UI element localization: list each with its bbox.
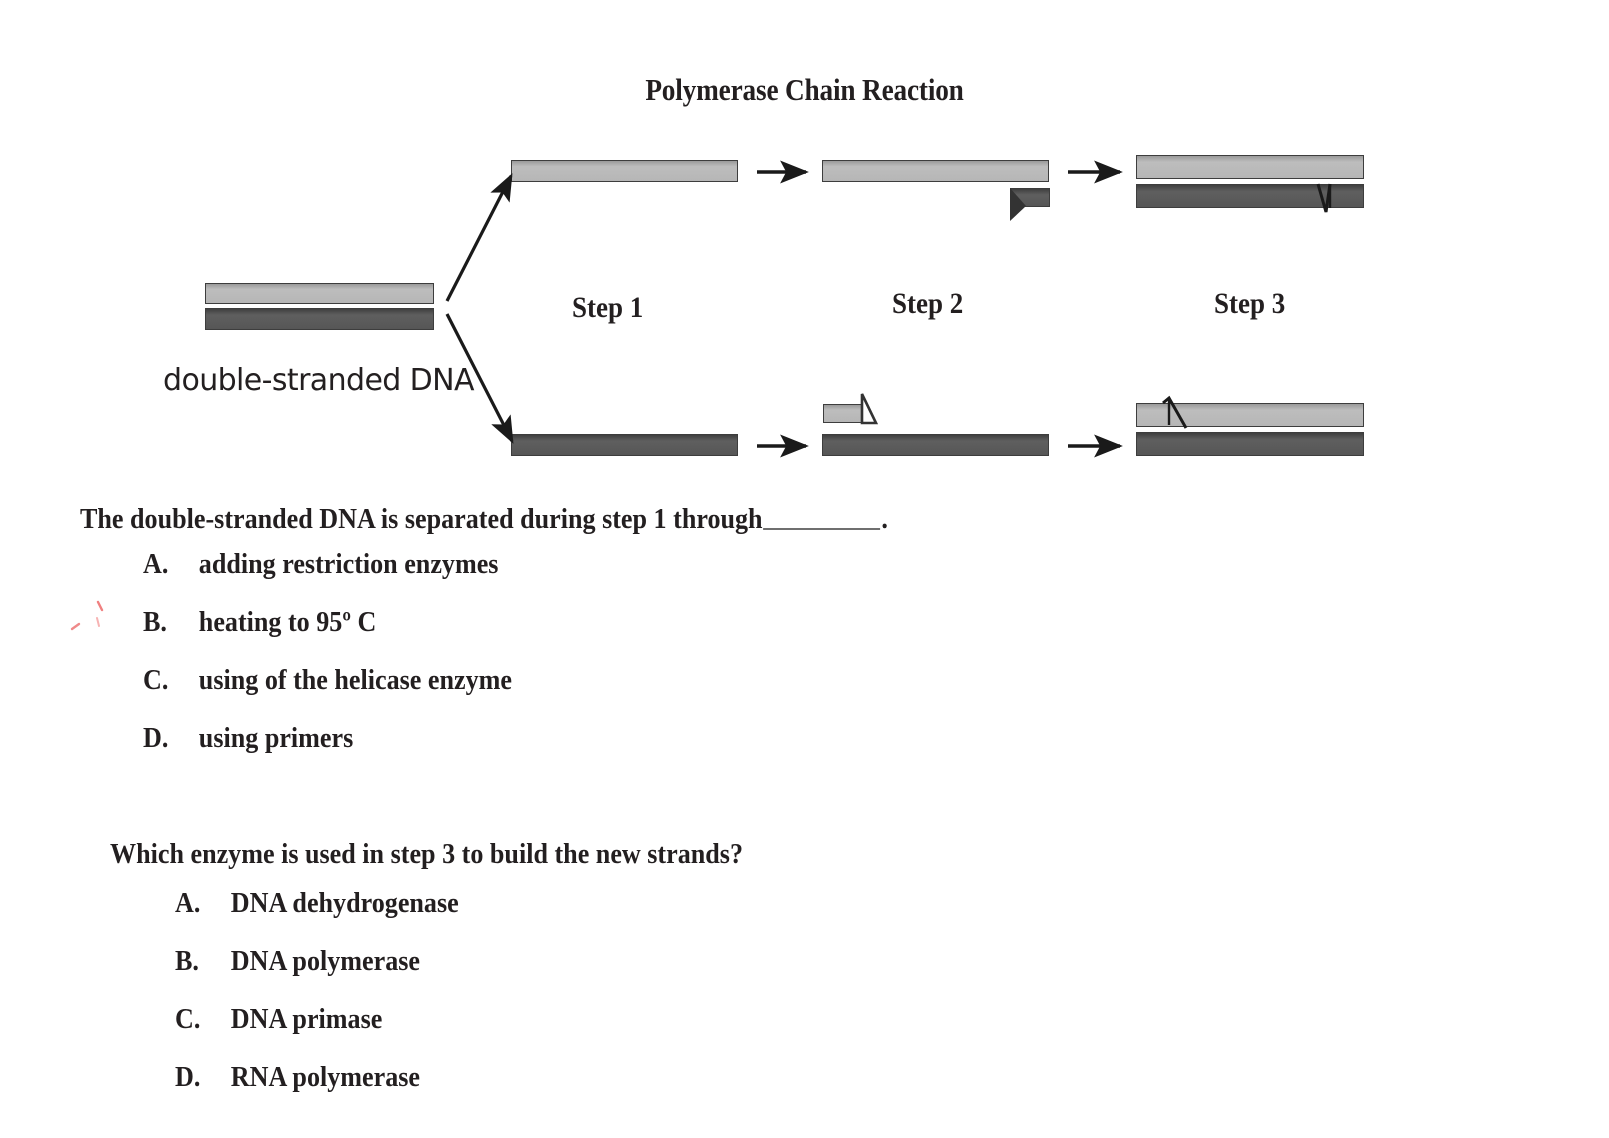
pcr-diagram: Polymerase Chain Reaction double-strande… xyxy=(0,0,1609,490)
option-a-text: adding restriction enzymes xyxy=(198,548,499,580)
option-b[interactable]: B. DNA polymerase xyxy=(175,945,459,1003)
option-a-letter: A. xyxy=(143,548,169,580)
option-c[interactable]: C. DNA primase xyxy=(175,1003,459,1061)
option-d-text: using primers xyxy=(198,722,354,754)
option-d-letter: D. xyxy=(143,722,169,754)
step1-bottom-dark-strand xyxy=(511,434,738,456)
diagram-vectors xyxy=(445,160,1332,458)
option-c-text: using of the helicase enzyme xyxy=(198,664,512,696)
option-d-letter: D. xyxy=(175,1061,201,1093)
question-2-stem: Which enzyme is used in step 3 to build … xyxy=(110,838,744,870)
option-d[interactable]: D. RNA polymerase xyxy=(175,1061,459,1119)
dsdna-label: double-stranded DNA xyxy=(163,363,475,398)
option-a-letter: A. xyxy=(175,887,201,919)
step2-bottom-dark-strand xyxy=(822,434,1049,456)
question-1: The double-stranded DNA is separated dur… xyxy=(80,503,978,536)
step-label-2: Step 2 xyxy=(891,287,964,320)
step3-top-light-strand xyxy=(1136,155,1364,179)
option-c[interactable]: C. using of the helicase enzyme xyxy=(143,664,512,722)
question-1-stem: The double-stranded DNA is separated dur… xyxy=(80,503,888,536)
option-b[interactable]: B. heating to 95º C xyxy=(143,606,512,664)
question-1-stem-period: . xyxy=(881,503,888,535)
step-label-1: Step 1 xyxy=(571,291,644,324)
step2-top-light-strand xyxy=(822,160,1049,182)
step-label-3: Step 3 xyxy=(1213,287,1286,320)
question-2: Which enzyme is used in step 3 to build … xyxy=(110,838,813,871)
option-a-text: DNA dehydrogenase xyxy=(230,887,459,919)
option-b-letter: B. xyxy=(175,945,199,977)
red-ink-annotation xyxy=(70,600,104,631)
question-1-options: A. adding restriction enzymes B. heating… xyxy=(143,548,553,780)
option-b-text: heating to 95º C xyxy=(198,606,377,638)
option-c-letter: C. xyxy=(143,664,169,696)
answer-blank xyxy=(763,508,881,530)
option-d-text: RNA polymerase xyxy=(230,1061,421,1093)
step1-top-light-strand xyxy=(511,160,738,182)
figure-title: Polymerase Chain Reaction xyxy=(645,72,964,107)
option-a[interactable]: A. adding restriction enzymes xyxy=(143,548,512,606)
question-2-options: A. DNA dehydrogenase B. DNA polymerase C… xyxy=(175,887,490,1119)
option-b-text: DNA polymerase xyxy=(230,945,421,977)
option-c-text: DNA primase xyxy=(230,1003,383,1035)
dsdna-dark-strand xyxy=(205,308,434,330)
step3-bottom-dark-strand xyxy=(1136,432,1364,456)
option-d[interactable]: D. using primers xyxy=(143,722,512,780)
dsdna-light-strand xyxy=(205,283,434,304)
option-a[interactable]: A. DNA dehydrogenase xyxy=(175,887,459,945)
question-1-stem-text: The double-stranded DNA is separated dur… xyxy=(80,503,763,535)
option-c-letter: C. xyxy=(175,1003,201,1035)
option-b-letter: B. xyxy=(143,606,167,638)
